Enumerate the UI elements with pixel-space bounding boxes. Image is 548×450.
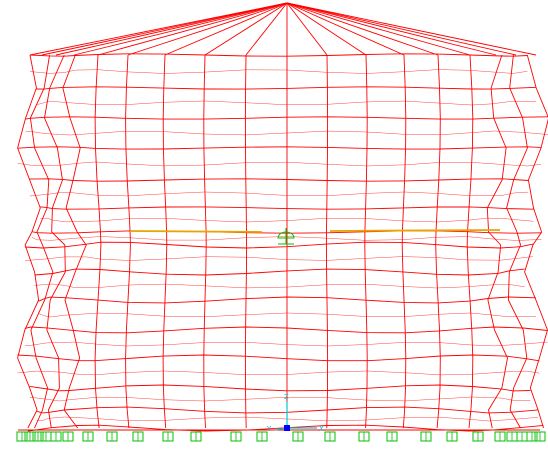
highlighted-ring (129, 229, 501, 233)
roof-member (286, 2, 517, 56)
column-member (162, 54, 168, 429)
column-member (203, 54, 207, 429)
mesh-line (17, 161, 542, 167)
pinned-support-icon (506, 431, 518, 442)
pinned-support-icon (472, 431, 484, 442)
mesh-line (29, 396, 531, 402)
column-member (94, 54, 102, 429)
pinned-support-icon (420, 431, 432, 442)
ring-member (17, 146, 542, 150)
mesh-line (40, 217, 534, 223)
mesh-line (38, 312, 536, 318)
roof-member (164, 2, 288, 56)
ring-member (27, 424, 544, 432)
pinned-support-icon (324, 431, 336, 442)
ring-member (40, 206, 534, 210)
column-member (44, 54, 66, 429)
ring-member (34, 268, 525, 276)
coordinate-axes-icon: Z Y X (266, 393, 324, 433)
column-member (364, 54, 368, 429)
highlighted-segment (129, 230, 263, 233)
pinned-support-icon (526, 431, 538, 442)
ring-member (17, 354, 540, 362)
pinned-support-icon (358, 431, 370, 442)
roof-member (286, 2, 328, 56)
roof-member (286, 2, 471, 56)
pinned-support-icon (32, 431, 44, 442)
highlighted-segment (329, 229, 501, 232)
ring-member (36, 86, 537, 90)
column-member (466, 54, 474, 429)
column-member (524, 54, 548, 429)
pinned-support-icon (106, 431, 118, 442)
center-node-icon (277, 228, 295, 245)
ring-member (38, 296, 536, 304)
roof-member (245, 2, 288, 56)
ring-member (36, 406, 539, 414)
ring-member (29, 178, 529, 182)
mesh-line (17, 370, 540, 376)
mesh-line (25, 130, 548, 136)
y-axis-label: Y (266, 425, 272, 433)
pinned-support-icon (162, 431, 174, 442)
pinned-support-icon (62, 431, 74, 442)
mesh-line (36, 100, 537, 106)
column-member (401, 54, 407, 429)
column-member (17, 54, 41, 429)
pinned-support-icon (256, 431, 268, 442)
roof-member (286, 2, 367, 56)
support-row (16, 431, 546, 442)
column-member (244, 54, 248, 429)
column-member (29, 54, 54, 429)
ring-member (24, 326, 548, 334)
mesh-line (34, 283, 525, 289)
mesh-line (37, 416, 539, 422)
pinned-support-icon (516, 431, 528, 442)
ring-member (25, 241, 533, 249)
pinned-support-icon (386, 431, 398, 442)
ring-member (29, 384, 531, 392)
ring-member (31, 230, 542, 234)
mesh-line (29, 191, 529, 197)
axes-origin (284, 425, 290, 431)
z-axis-label: Z (284, 393, 289, 401)
pinned-support-icon (230, 431, 242, 442)
mesh-line (29, 69, 528, 74)
x-axis-label: X (319, 425, 324, 433)
pinned-support-icon (446, 431, 458, 442)
roof-member (97, 2, 288, 56)
column-member (62, 54, 87, 429)
wireframe-mesh (17, 2, 548, 432)
pinned-support-icon (190, 431, 202, 442)
ring-member (25, 116, 548, 120)
pinned-support-icon (82, 431, 94, 442)
mesh-line (24, 341, 548, 347)
roof-member (55, 2, 288, 56)
column-member (506, 54, 528, 429)
roof-member (73, 2, 288, 56)
pinned-support-icon (132, 431, 144, 442)
column-member (486, 54, 508, 429)
pinned-support-icon (292, 431, 304, 442)
pinned-support-icon (494, 431, 506, 442)
pinned-support-icon (24, 431, 36, 442)
pinned-support-icon (16, 431, 28, 442)
roof-member (41, 2, 288, 56)
roof-member (286, 2, 497, 56)
mesh-line (31, 236, 542, 241)
pinned-support-icon (534, 431, 546, 442)
column-member (125, 54, 131, 429)
roof-member (286, 2, 439, 56)
roof-member (286, 2, 405, 56)
mesh-line (25, 256, 533, 261)
column-member (325, 54, 329, 429)
roof-member (286, 2, 537, 56)
column-member (435, 54, 441, 429)
ring-member (29, 53, 528, 57)
roof-member (204, 2, 288, 56)
pinned-support-icon (50, 431, 62, 442)
roof-member (127, 2, 288, 56)
